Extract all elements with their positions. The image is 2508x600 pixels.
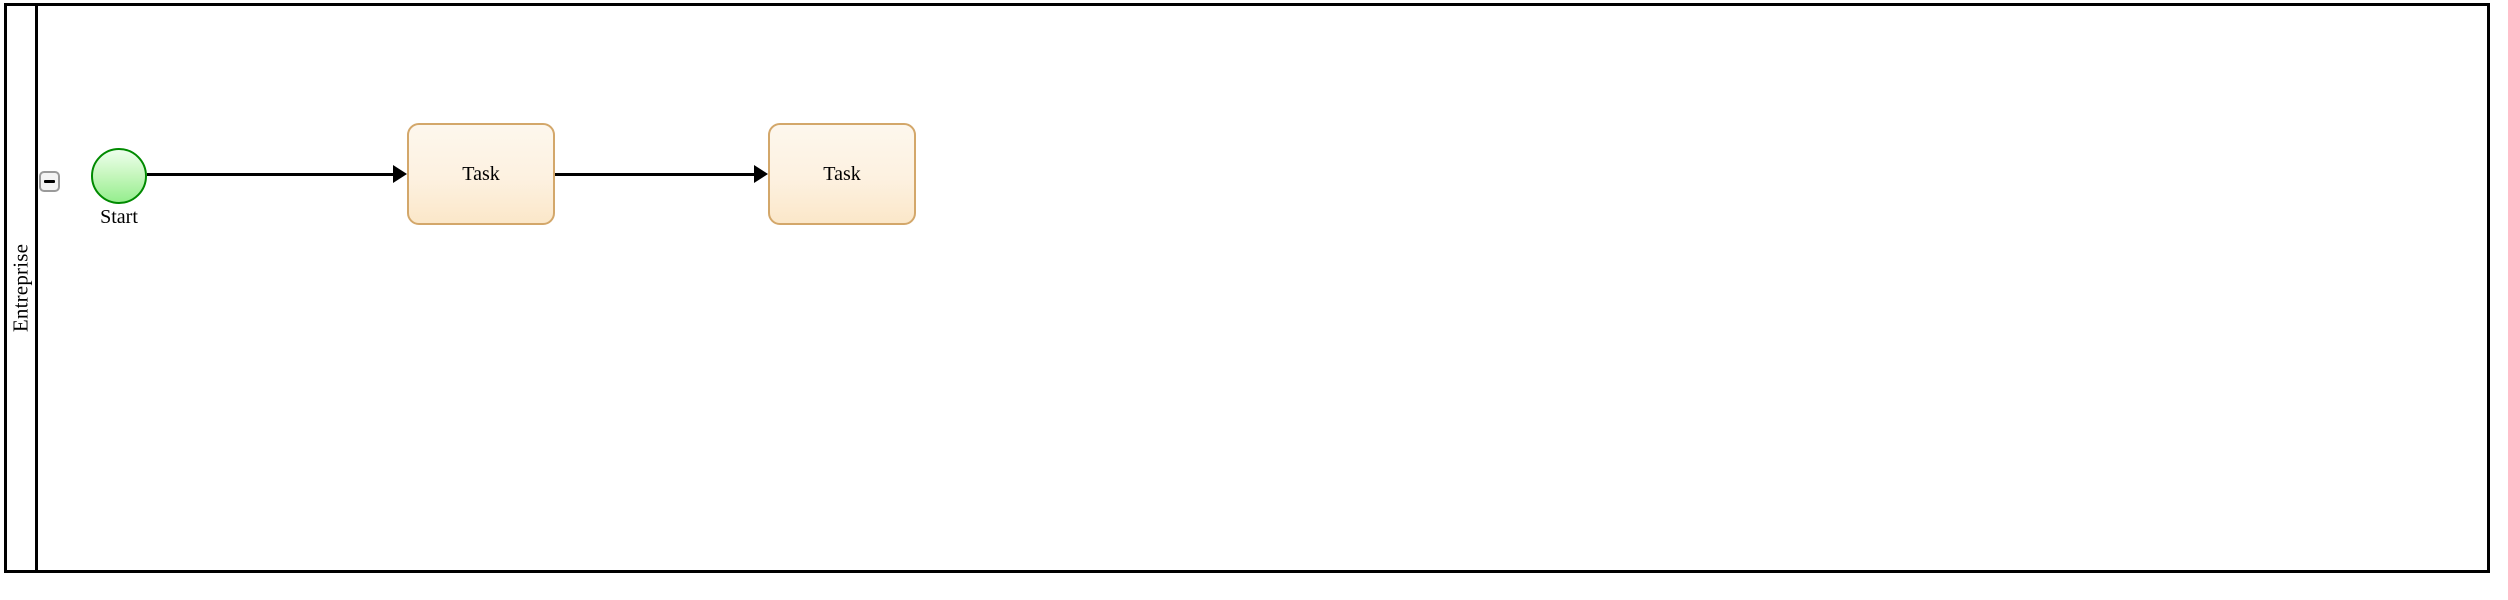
lane-body [38, 6, 2487, 570]
task-label: Task [462, 162, 500, 185]
arrowhead-icon [754, 165, 768, 183]
task-node-1[interactable]: Task [407, 123, 555, 225]
start-event-label: Start [100, 206, 138, 228]
sequence-flow-task1-to-task2[interactable] [555, 173, 755, 176]
pool-entreprise[interactable]: Entreprise [4, 3, 2490, 573]
collapse-lane-button[interactable] [39, 171, 60, 192]
sequence-flow-start-to-task1[interactable] [147, 173, 395, 176]
minus-icon [44, 180, 55, 183]
task-label: Task [823, 162, 861, 185]
lane-label: Entreprise [8, 243, 33, 333]
task-node-2[interactable]: Task [768, 123, 916, 225]
lane-header[interactable]: Entreprise [7, 6, 38, 570]
start-event-node[interactable] [91, 148, 147, 204]
arrowhead-icon [393, 165, 407, 183]
